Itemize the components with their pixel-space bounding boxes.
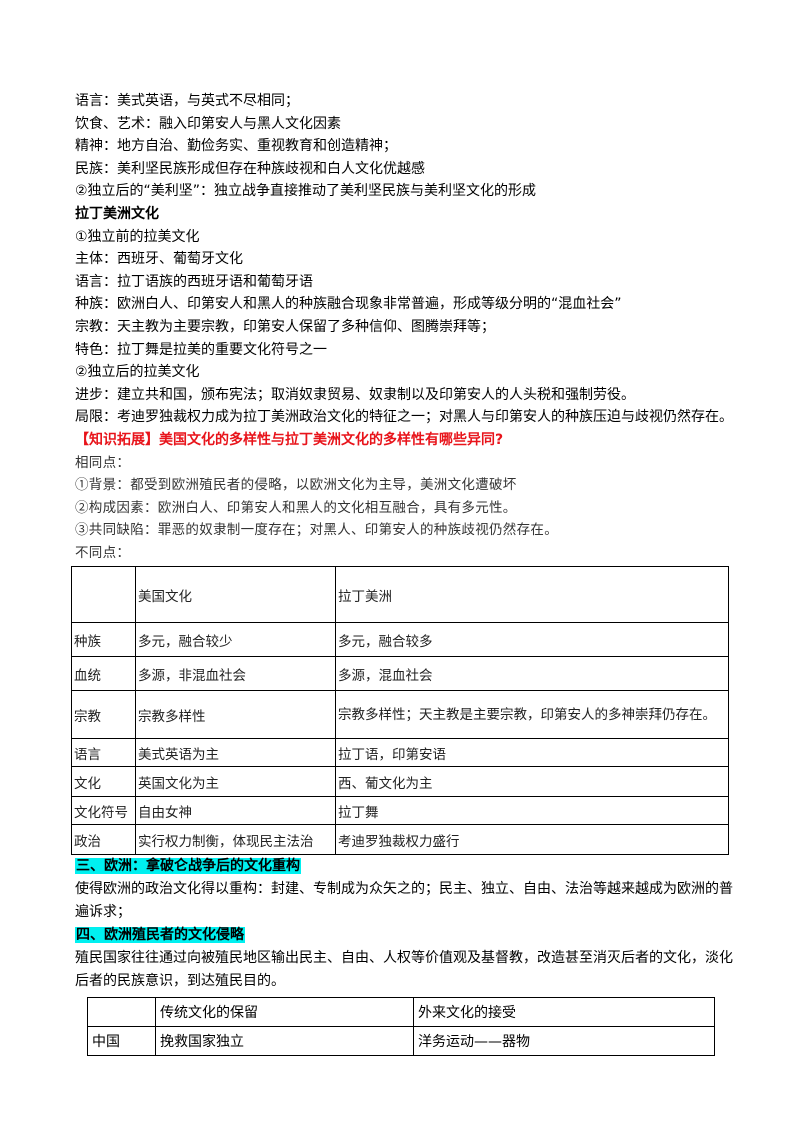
- table-cell: 血统: [71, 656, 136, 692]
- section-4-text: 殖民国家往往通过向被殖民地区输出民主、自由、人权等价值观及基督教，改造甚至消灭后…: [75, 949, 733, 989]
- text-line: 主体：西班牙、葡萄牙文化: [75, 251, 243, 268]
- table-cell: 文化: [71, 766, 136, 798]
- section-4-title: 四、欧洲殖民者的文化侵略: [75, 927, 245, 944]
- section-3-heading-line: 三、欧洲：拿破仑战争后的文化重构: [75, 855, 735, 878]
- table-cell: 宗教多样性: [135, 690, 336, 740]
- table-row: 政治 实行权力制衡，体现民主法治 考迪罗独裁权力盛行: [71, 824, 729, 856]
- text-line: 语言：拉丁语族的西班牙语和葡萄牙语: [75, 273, 313, 290]
- text-line: 相同点：: [75, 454, 131, 471]
- text-line: ②独立后的拉美文化: [75, 364, 200, 381]
- table-cell: 多元，融合较少: [135, 622, 336, 658]
- table-cell: 考迪罗独裁权力盛行: [335, 824, 729, 856]
- table-cell: 文化符号: [71, 796, 136, 826]
- text-line: 语言：美式英语，与英式不尽相同；: [75, 93, 299, 109]
- table-cell: 多元，融合较多: [335, 622, 729, 658]
- table-cell: 多源，非混血社会: [135, 656, 336, 692]
- table-cell: 语言: [71, 738, 136, 768]
- comparison-table: 美国文化 拉丁美洲 种族 多元，融合较少 多元，融合较多 血统 多源，非混血社会…: [71, 566, 729, 856]
- table-cell: 美国文化: [135, 566, 336, 624]
- section-3-title: 三、欧洲：拿破仑战争后的文化重构: [75, 858, 301, 875]
- table-cell: 挽救国家独立: [155, 1025, 414, 1056]
- table-row: 文化 英国文化为主 西、葡文化为主: [71, 766, 729, 798]
- table-cell: [87, 996, 156, 1027]
- table-cell: 宗教多样性；天主教是主要宗教，印第安人的多神崇拜仍存在。: [335, 690, 729, 740]
- text-line: ②构成因素：欧洲白人、印第安人和黑人的文化相互融合，具有多元性。: [75, 499, 517, 516]
- table-cell: 实行权力制衡，体现民主法治: [135, 824, 336, 856]
- knowledge-extension-heading: 【知识拓展】美国文化的多样性与拉丁美洲文化的多样性有哪些异同?: [75, 431, 504, 448]
- table-row: 语言 美式英语为主 拉丁语，印第安语: [71, 738, 729, 768]
- table-cell: 英国文化为主: [135, 766, 336, 798]
- table-row: 宗教 宗教多样性 宗教多样性；天主教是主要宗教，印第安人的多神崇拜仍存在。: [71, 690, 729, 740]
- text-line: 饮食、艺术：融入印第安人与黑人文化因素: [75, 115, 341, 132]
- table-cell: 拉丁语，印第安语: [335, 738, 729, 768]
- table-cell: 宗教: [71, 690, 136, 740]
- table-cell: 外来文化的接受: [413, 996, 715, 1027]
- table-cell: 西、葡文化为主: [335, 766, 729, 798]
- table-cell: 传统文化的保留: [155, 996, 414, 1027]
- table-cell: 美式英语为主: [135, 738, 336, 768]
- table-cell: 拉丁舞: [335, 796, 729, 826]
- section-4-heading-line: 四、欧洲殖民者的文化侵略: [75, 924, 735, 947]
- table-cell: 政治: [71, 824, 136, 856]
- table-header-row: 传统文化的保留 外来文化的接受: [87, 996, 715, 1027]
- document-page: 语言：美式英语，与英式不尽相同； 饮食、艺术：融入印第安人与黑人文化因素 精神：…: [71, 90, 735, 1056]
- text-line: 不同点：: [75, 544, 131, 561]
- table-cell: 洋务运动——器物: [413, 1025, 715, 1056]
- text-line: ①独立前的拉美文化: [75, 228, 200, 245]
- text-line: 局限：考迪罗独裁权力成为拉丁美洲政治文化的特征之一；对黑人与印第安人的种族压迫与…: [75, 409, 733, 426]
- text-line: ②独立后的“美利坚”：独立战争直接推动了美利坚民族与美利坚文化的形成: [75, 183, 537, 200]
- text-line: 进步：建立共和国，颁布宪法；取消奴隶贸易、奴隶制以及印第安人的人头税和强制劳役。: [75, 386, 635, 403]
- text-line: 宗教：天主教为主要宗教，印第安人保留了多种信仰、图腾崇拜等；: [75, 318, 495, 335]
- table-cell: [71, 566, 136, 624]
- table-row: 种族 多元，融合较少 多元，融合较多: [71, 622, 729, 658]
- text-line: 民族：美利坚民族形成但存在种族歧视和白人文化优越感: [75, 160, 425, 177]
- table-cell: 中国: [87, 1025, 156, 1056]
- table-row: 文化符号 自由女神 拉丁舞: [71, 796, 729, 826]
- table-header-row: 美国文化 拉丁美洲: [71, 566, 729, 624]
- table-cell: 多源，混血社会: [335, 656, 729, 692]
- section-3-text: 使得欧洲的政治文化得以重构：封建、专制成为众矢之的；民主、独立、自由、法治等越来…: [75, 881, 733, 921]
- table-row: 中国 挽救国家独立 洋务运动——器物: [87, 1025, 715, 1056]
- table-cell: 种族: [71, 622, 136, 658]
- text-line: ①背景：都受到欧洲殖民者的侵略，以欧洲文化为主导，美洲文化遭破坏: [75, 477, 517, 494]
- text-line: 特色：拉丁舞是拉美的重要文化符号之一: [75, 341, 327, 358]
- text-line: 精神：地方自治、勤俭务实、重视教育和创造精神；: [75, 138, 397, 155]
- table-cell: 拉丁美洲: [335, 566, 729, 624]
- table-row: 血统 多源，非混血社会 多源，混血社会: [71, 656, 729, 692]
- text-line: ③共同缺陷：罪恶的奴隶制一度存在；对黑人、印第安人的种族歧视仍然存在。: [75, 522, 558, 539]
- colonial-culture-table: 传统文化的保留 外来文化的接受 中国 挽救国家独立 洋务运动——器物: [87, 996, 715, 1056]
- latin-america-heading: 拉丁美洲文化: [75, 205, 159, 222]
- table-cell: 自由女神: [135, 796, 336, 826]
- text-line: 种族：欧洲白人、印第安人和黑人的种族融合现象非常普遍，形成等级分明的“混血社会”: [75, 296, 622, 313]
